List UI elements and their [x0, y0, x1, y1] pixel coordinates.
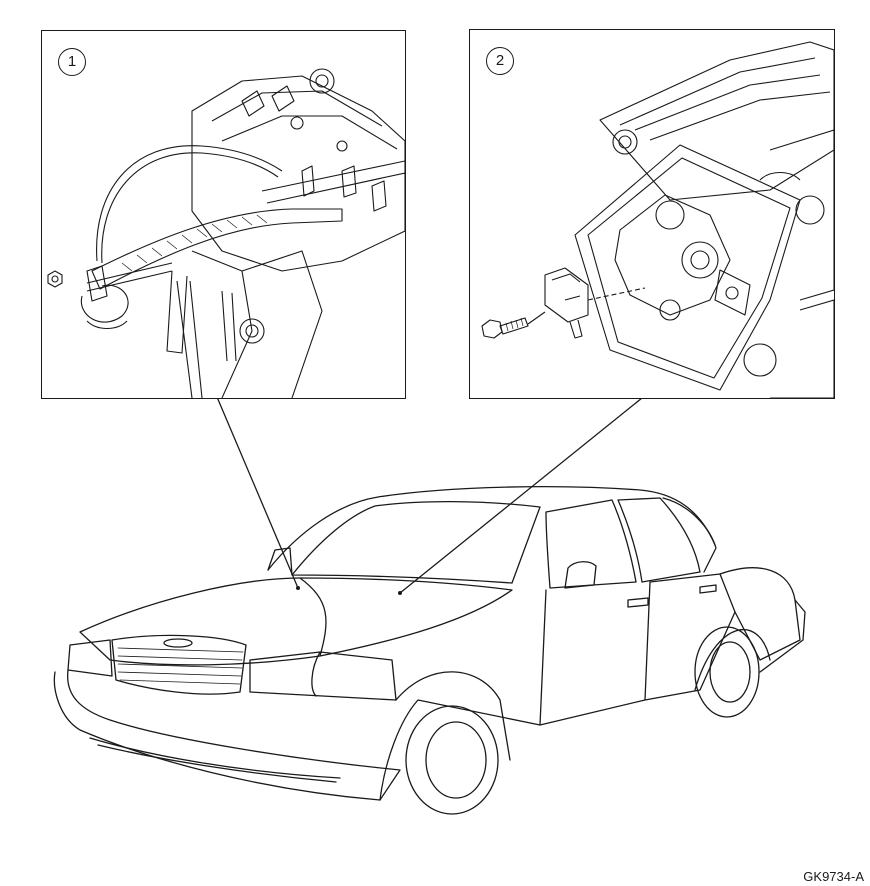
car-roof	[268, 487, 715, 570]
engine-sensor-illustration-1	[42, 31, 405, 398]
callout-2: 2	[486, 47, 514, 75]
engine-sensor-illustration-2	[470, 30, 834, 398]
side-mirror	[565, 562, 596, 588]
windshield	[292, 502, 540, 583]
rear-side-window	[618, 498, 700, 582]
figure-code: GK9734-A	[803, 869, 864, 884]
headlight-left	[68, 640, 112, 676]
leader-line-2	[400, 398, 642, 593]
detail-panel-2: 2	[469, 29, 835, 399]
callout-1: 1	[58, 48, 86, 76]
front-side-window	[546, 500, 636, 588]
front-bumper	[54, 670, 400, 800]
detail-panel-1: 1	[41, 30, 406, 399]
nut-icon	[48, 271, 62, 287]
bolt-head-icon	[482, 320, 502, 338]
hood	[80, 578, 512, 665]
rear-door	[645, 574, 735, 700]
rear-wheel-arch	[695, 630, 770, 690]
front-wheel-arch	[396, 672, 510, 760]
hood-emblem	[164, 639, 192, 647]
headlight-right	[250, 652, 396, 700]
front-door	[540, 582, 650, 725]
front-wheel	[406, 706, 498, 814]
leader-line-1	[217, 397, 298, 588]
grille	[112, 635, 246, 694]
rear-wheel	[695, 627, 759, 717]
